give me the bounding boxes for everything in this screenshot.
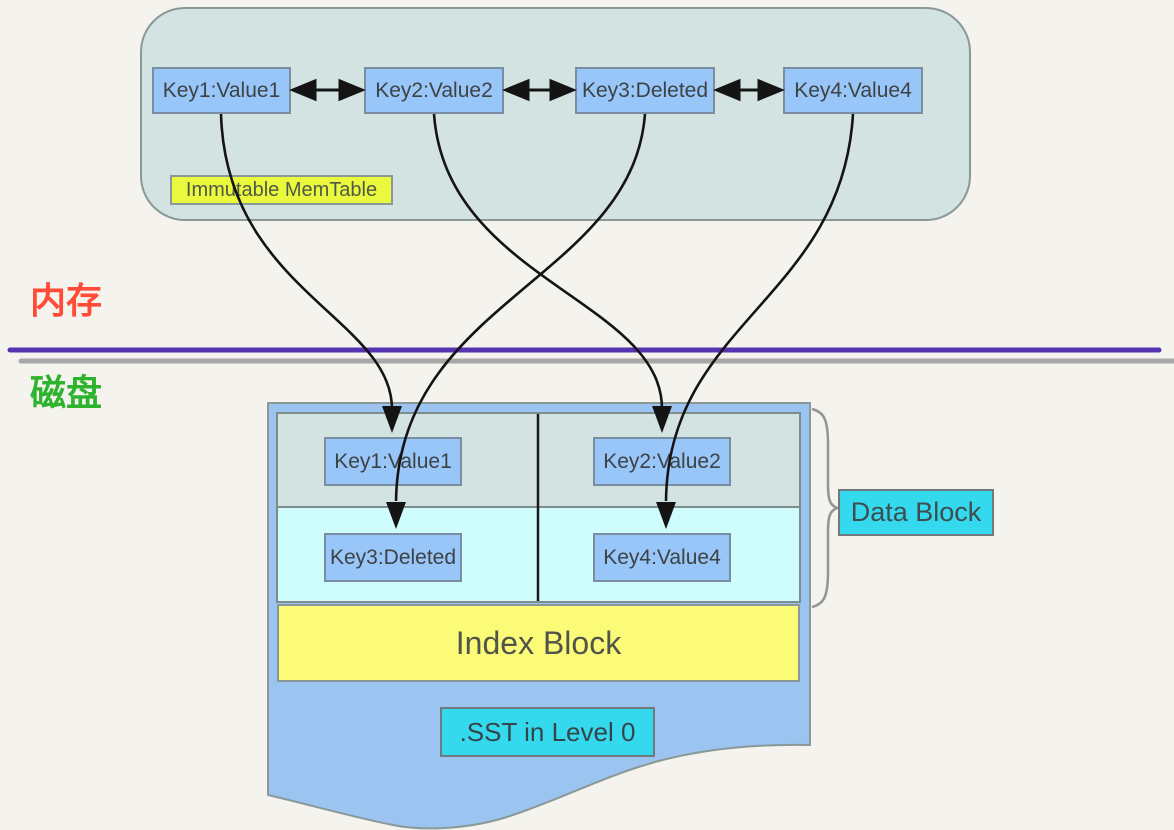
memtable-entry-key1: Key1:Value1 xyxy=(152,67,291,114)
memory-layer-label: 内存 xyxy=(30,280,103,321)
index-block: Index Block xyxy=(277,604,800,682)
memtable-entry-key2: Key2:Value2 xyxy=(364,67,504,114)
sst-cell-key4: Key4:Value4 xyxy=(593,533,731,582)
memtable-entry-key3: Key3:Deleted xyxy=(575,67,715,114)
memtable-entry-key4: Key4:Value4 xyxy=(783,67,923,114)
sst-cell-key1: Key1:Value1 xyxy=(324,437,462,486)
immutable-memtable-label: Immutable MemTable xyxy=(170,175,393,205)
sst-file-label: .SST in Level 0 xyxy=(440,707,655,757)
sst-cell-key3: Key3:Deleted xyxy=(324,533,462,582)
data-block-annotation: Data Block xyxy=(838,489,994,536)
disk-layer-label: 磁盘 xyxy=(30,372,103,413)
sst-cell-key2: Key2:Value2 xyxy=(593,437,731,486)
data-block-brace xyxy=(811,407,841,609)
